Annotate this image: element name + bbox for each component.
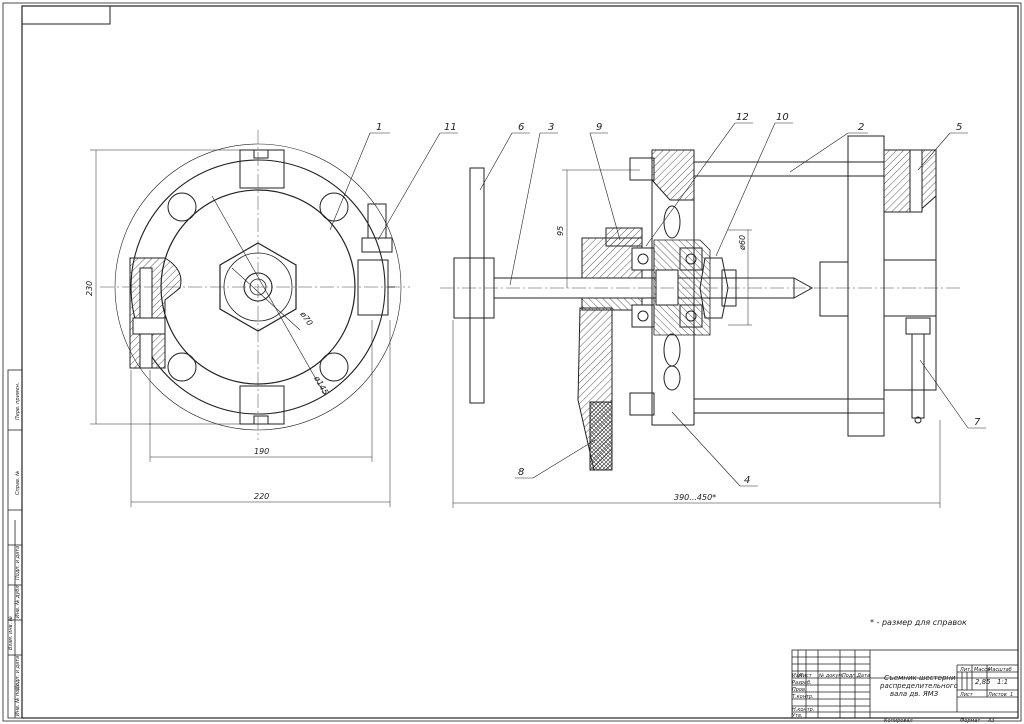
callout-2: 2 — [858, 122, 864, 133]
callout-9: 9 — [596, 122, 602, 133]
end-view-centerlines — [100, 130, 410, 440]
dim-dia70: ø70 — [298, 309, 315, 327]
reference-note: * - размер для справок — [870, 618, 967, 627]
callout-numbers: 1 11 6 3 9 12 10 2 5 7 4 8 — [376, 112, 981, 486]
tb-row-prov: Пров. — [792, 687, 807, 693]
tb-row-tkontr: Т.контр. — [792, 694, 814, 700]
tb-col-izm: Изм — [792, 673, 802, 679]
dim-230: 230 — [85, 281, 94, 296]
side-label-inv-dubl: Инв. № дубл. — [15, 584, 21, 618]
callout-3: 3 — [548, 122, 554, 133]
tb-kopiroval: Копировал — [884, 718, 913, 724]
dim-95: 95 — [556, 226, 565, 236]
tb-row-nkontr: Н.контр. — [792, 707, 814, 713]
callout-4: 4 — [744, 475, 750, 486]
tb-listov-value: 1 — [1010, 692, 1013, 698]
tb-massa: Масса — [974, 667, 990, 673]
side-label-podp2: Подп. и дата — [15, 546, 21, 580]
tb-col-ndokum: № докум. — [818, 673, 844, 679]
callout-5: 5 — [956, 122, 962, 133]
tb-mass-value: 2,85 — [975, 678, 991, 686]
side-label-vzam: Взам. инв. № — [8, 616, 14, 650]
tb-title-3: вала дв. ЯМЗ — [890, 690, 939, 698]
tb-title-2: распределительного — [879, 682, 958, 690]
callout-10: 10 — [776, 112, 789, 123]
side-strip — [7, 369, 23, 719]
side-label-inv-podl: Инв. № подл. — [15, 682, 21, 717]
tb-list-label: Лист — [959, 692, 974, 698]
side-label-podp1: Подп. и дата — [15, 656, 21, 690]
tb-masshtab: Масштаб — [988, 667, 1012, 673]
tb-format-value: А3 — [987, 718, 995, 724]
side-strip-labels: Перв. примен. Справ. № Подп. и дата Инв.… — [8, 382, 21, 716]
title-block-text: Изм Лист № докум. Подп. Дата Разраб. Про… — [792, 667, 1013, 724]
title-block — [791, 649, 1019, 719]
side-label-sprav: Справ. № — [15, 471, 21, 495]
section-view-dim-text: 390...450* 95 ø60 — [556, 226, 747, 502]
dim-dia60: ø60 — [738, 235, 747, 251]
tb-listov-label: Листов — [987, 692, 1007, 698]
tb-col-data: Дата — [856, 673, 870, 679]
dim-220: 220 — [254, 492, 269, 501]
callout-11: 11 — [444, 122, 457, 133]
end-view-dim-text: 230 190 220 ø70 ø145 — [85, 281, 330, 501]
callout-7: 7 — [974, 417, 981, 428]
tb-format: Формат — [960, 718, 981, 724]
callout-12: 12 — [736, 112, 749, 123]
side-label-perv: Перв. примен. — [15, 382, 21, 420]
callout-1: 1 — [376, 122, 382, 133]
section-view — [453, 135, 937, 471]
tb-row-utv: Утв. — [792, 713, 803, 719]
tb-col-list: Лист — [798, 673, 813, 679]
callout-8: 8 — [518, 467, 524, 478]
tb-scale-value: 1:1 — [997, 678, 1008, 686]
dim-390-450: 390...450* — [674, 493, 716, 502]
end-view-dimensions — [90, 149, 391, 507]
tb-row-razrab: Разраб. — [792, 680, 812, 686]
tb-title-1: Съемник шестерни — [884, 674, 956, 682]
dim-190: 190 — [254, 447, 269, 456]
tb-lit: Лит. — [959, 667, 972, 673]
callout-6: 6 — [518, 122, 524, 133]
tb-col-podp: Подп. — [842, 673, 857, 679]
callout-leaders — [329, 122, 986, 487]
section-view-dimensions — [452, 169, 941, 508]
dim-dia145: ø145 — [312, 374, 330, 397]
